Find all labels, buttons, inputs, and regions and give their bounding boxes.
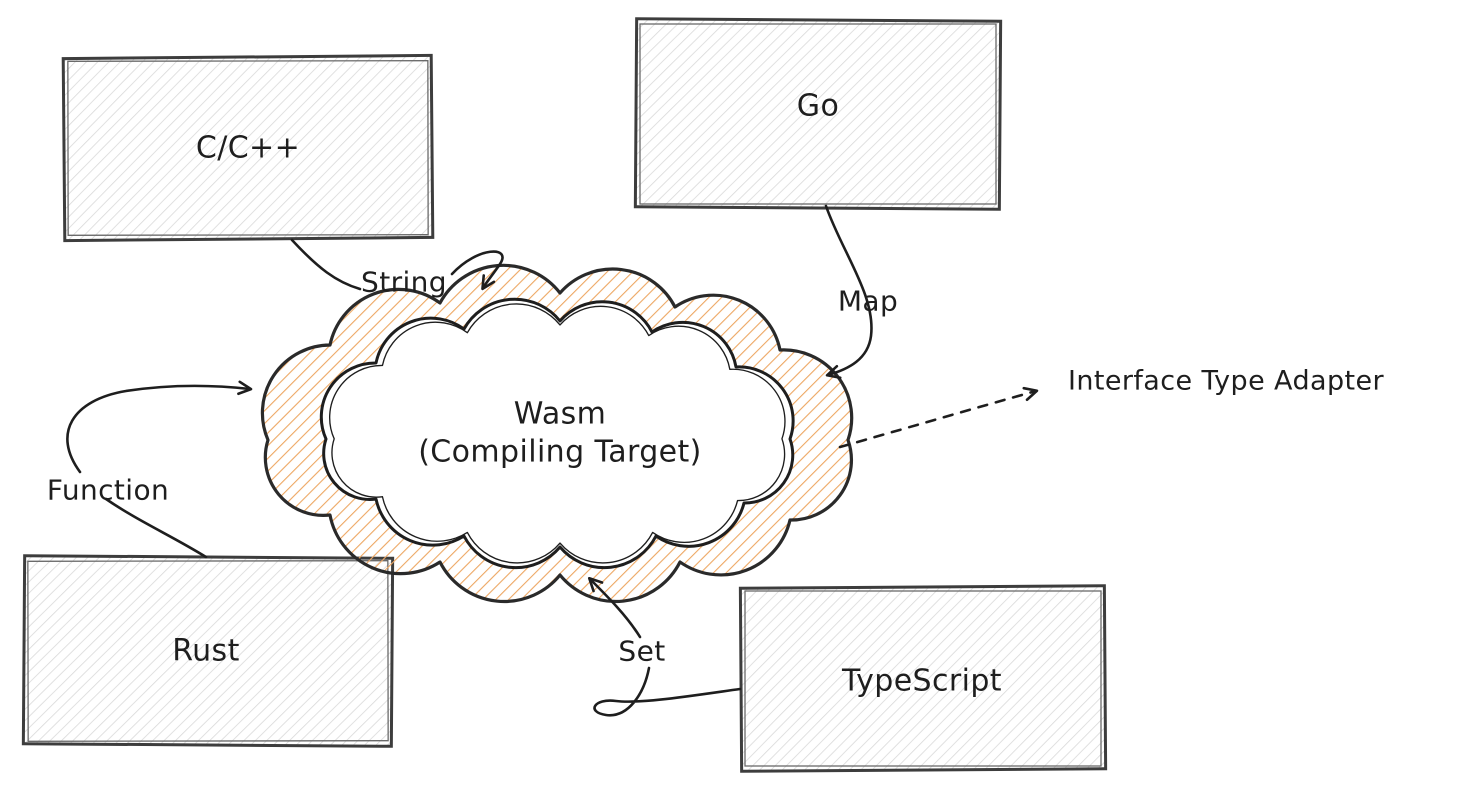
edge-label-map: Map bbox=[837, 284, 899, 318]
edge-label-set: Set bbox=[618, 634, 666, 668]
box-rust-label: Rust bbox=[172, 633, 240, 669]
box-go bbox=[633, 17, 1003, 211]
edge-cpp-to-wasm-head bbox=[450, 250, 504, 291]
edge-label-function: Function bbox=[46, 473, 170, 507]
box-go-label: Go bbox=[796, 88, 840, 124]
box-typescript bbox=[738, 584, 1108, 773]
edge-typescript-to-wasm-tail bbox=[593, 666, 742, 717]
edge-label-string: String bbox=[361, 265, 447, 299]
box-rust bbox=[21, 554, 395, 748]
box-cpp-label: C/C++ bbox=[195, 130, 301, 166]
edge-rust-to-wasm-tail bbox=[104, 497, 208, 559]
edge-go-to-wasm bbox=[824, 204, 873, 380]
edge-typescript-to-wasm-head bbox=[587, 576, 642, 639]
edge-rust-to-wasm-head bbox=[66, 380, 253, 474]
edge-wasm-to-adapter bbox=[838, 386, 1039, 449]
box-cpp bbox=[61, 53, 435, 243]
box-typescript-label: TypeScript bbox=[842, 663, 1002, 699]
wasm-cloud-inner-sketch-line bbox=[329, 303, 786, 564]
wasm-cloud-title: Wasm bbox=[513, 396, 607, 432]
wasm-cloud-subtitle: (Compiling Target) bbox=[418, 434, 702, 469]
wasm-cloud-label: Wasm (Compiling Target) bbox=[418, 396, 702, 471]
edge-cpp-to-wasm-tail bbox=[290, 238, 362, 291]
wasm-cloud-inner bbox=[319, 297, 795, 570]
interface-type-adapter-label: Interface Type Adapter bbox=[1068, 365, 1384, 397]
